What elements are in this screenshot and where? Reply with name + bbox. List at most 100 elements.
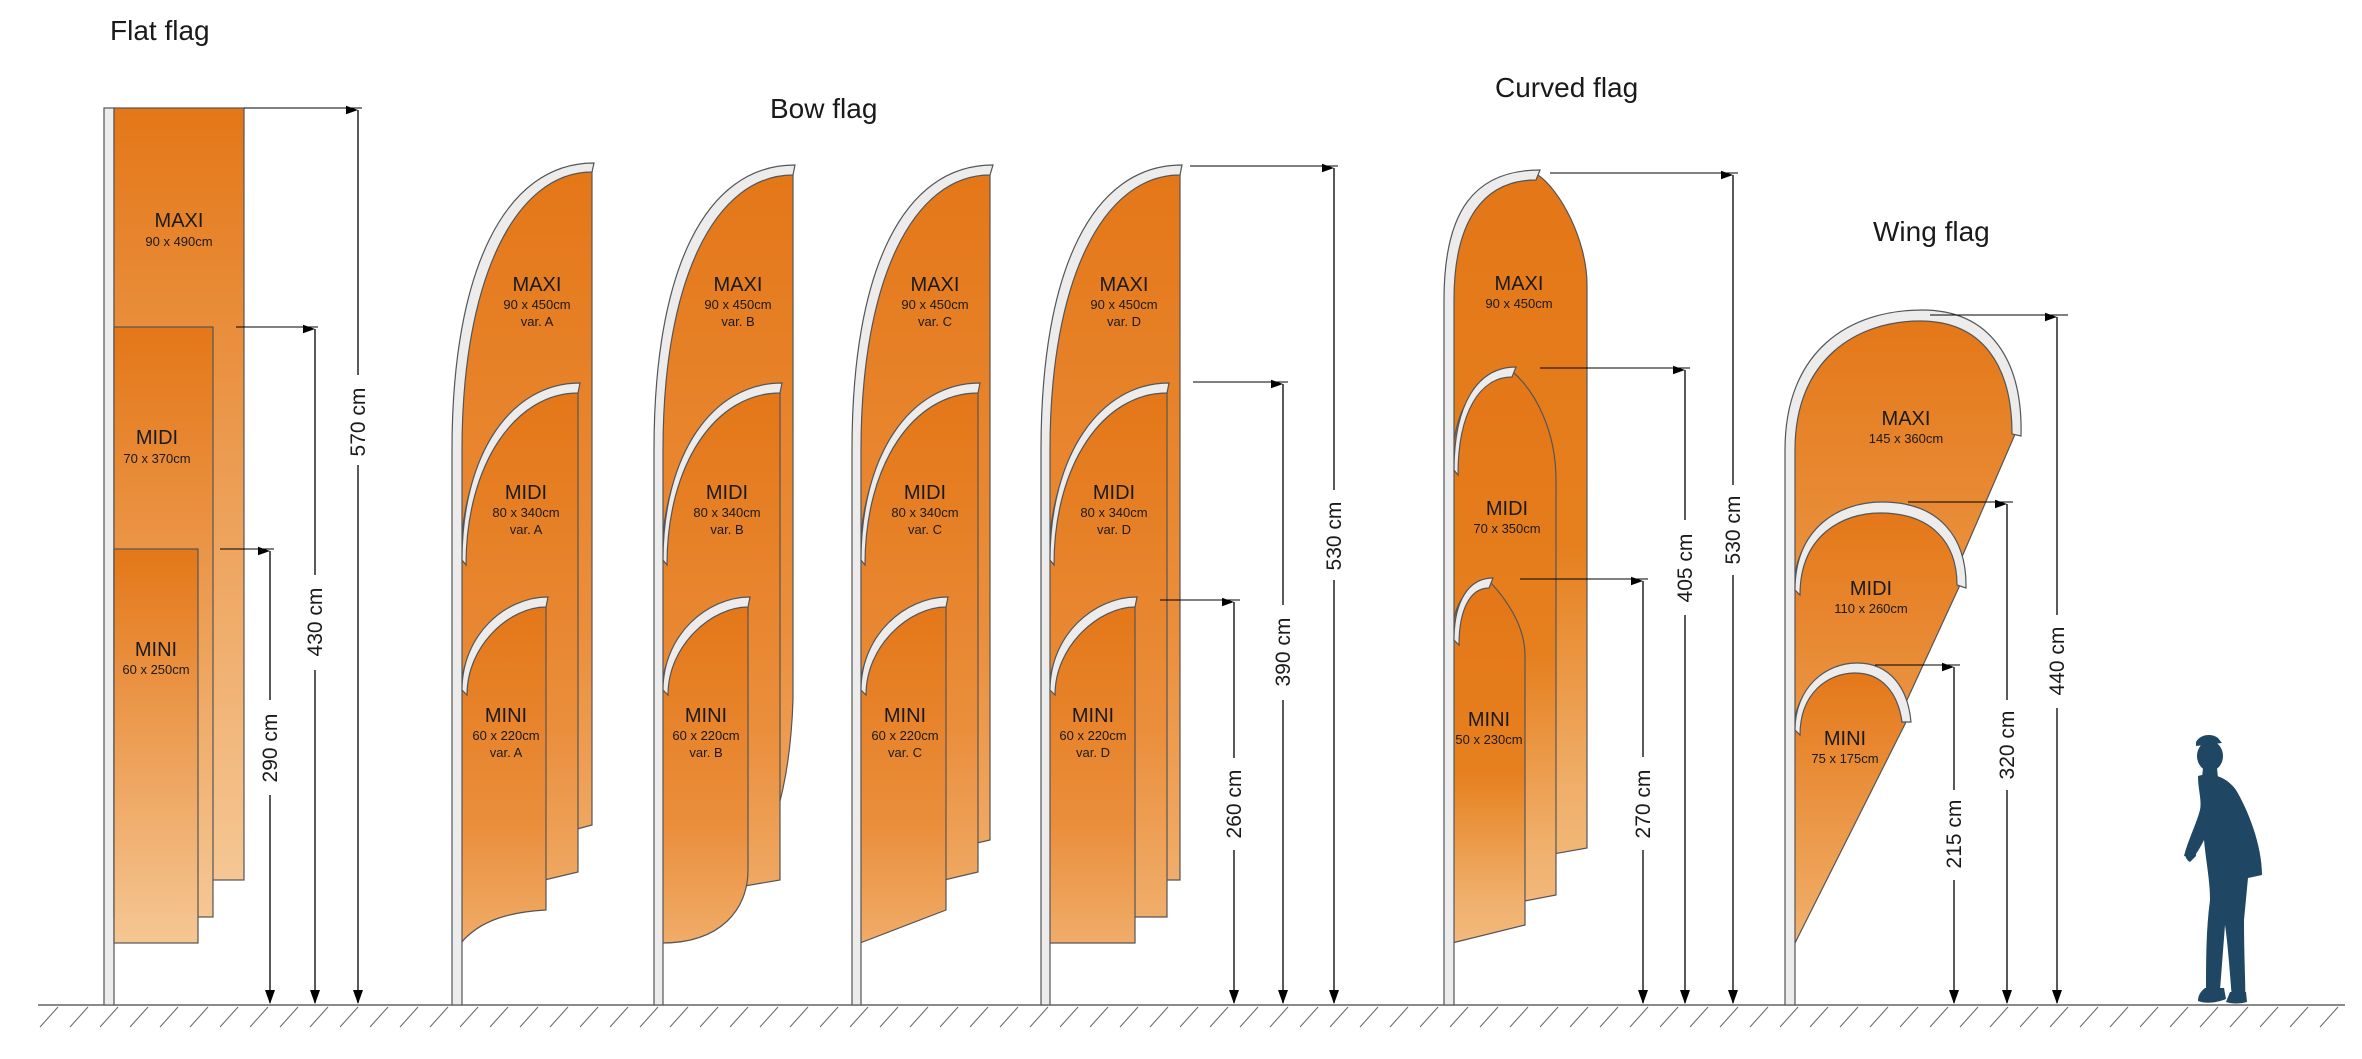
flat-dim-midi: 430 cm [304, 329, 327, 1004]
ground-hatch-mark [879, 1006, 899, 1028]
bow-d-midi-size: 80 x 340cm [1080, 505, 1147, 520]
bow-b-mini-name: MINI [685, 705, 727, 727]
curved-flag-pole [1443, 169, 1541, 1006]
ground-hatch-mark [2079, 1006, 2099, 1028]
curved-maxi-size: 90 x 450cm [1485, 296, 1552, 311]
standing-person-icon [2184, 734, 2262, 1004]
flat-maxi-name: MAXI [155, 210, 204, 232]
wing-flag-pole [1784, 309, 2022, 1006]
ground-hatch-mark [669, 1006, 689, 1028]
wing-midi-size: 110 x 260cm [1834, 601, 1907, 616]
ground-hatch-mark [1299, 1006, 1319, 1028]
ground-hatch-mark [1419, 1006, 1439, 1028]
ground-hatch-mark [2109, 1006, 2129, 1028]
bow-dim-mini: 260 cm [1223, 602, 1246, 1004]
ground-hatch-mark [789, 1006, 809, 1028]
flat-maxi-size: 90 x 490cm [145, 234, 212, 249]
ground-hatch-mark [729, 1006, 749, 1028]
bow-c-midi-bow [860, 382, 981, 567]
ground-hatch-mark [939, 1006, 959, 1028]
bow-c-mini-bow [860, 596, 949, 697]
ground-hatch-mark [339, 1006, 359, 1028]
bow-a-mini-name: MINI [485, 705, 527, 727]
bow-c-midi-name: MIDI [904, 482, 946, 504]
bow-variant-d [1040, 164, 1183, 1006]
ground-hatch-mark [1869, 1006, 1889, 1028]
ground-hatch-mark [2169, 1006, 2189, 1028]
curved-dim-mini-label: 270 cm [1632, 770, 1655, 839]
bow-c-mini-name: MINI [884, 705, 926, 727]
bow-a-mini-bow [461, 596, 549, 697]
ground-hatch-mark [1179, 1006, 1199, 1028]
ground-hatch-mark [1239, 1006, 1259, 1028]
bow-b-maxi-size: 90 x 450cm [704, 297, 771, 312]
flat-mini-name: MINI [135, 639, 177, 661]
ground-hatch-mark [1599, 1006, 1619, 1028]
wing-mini-size: 75 x 175cm [1811, 751, 1878, 766]
wing-dim-midi: 320 cm [1996, 504, 2019, 1004]
ground-hatch-mark [1389, 1006, 1409, 1028]
curved-dim-midi-label: 405 cm [1674, 534, 1697, 603]
bow-d-maxi-var: var. D [1107, 314, 1141, 329]
ground-hatch-mark [969, 1006, 989, 1028]
bow-c-midi-size: 80 x 340cm [891, 505, 958, 520]
bow-dim-maxi-label: 530 cm [1323, 502, 1346, 571]
wing-maxi-size: 145 x 360cm [1869, 431, 1943, 446]
ground-hatch-mark [369, 1006, 389, 1028]
ground-hatch-mark [99, 1006, 119, 1028]
curved-dim-maxi-label: 530 cm [1722, 496, 1745, 565]
ground-hatch-mark [2259, 1006, 2279, 1028]
bow-b-maxi-name: MAXI [714, 274, 763, 296]
bow-variant-a [451, 162, 595, 1006]
bow-dim-midi: 390 cm [1272, 384, 1295, 1004]
ground-hatch-mark [39, 1006, 59, 1028]
bow-d-midi-bow [1049, 382, 1170, 567]
ground-hatch-mark [1119, 1006, 1139, 1028]
wing-flag-mini [1793, 667, 1907, 1005]
ground-hatch-mark [1359, 1006, 1379, 1028]
ground-hatch-mark [309, 1006, 329, 1028]
ground-hatch-mark [429, 1006, 449, 1028]
bow-d-pole [1040, 164, 1183, 1006]
ground-hatch-mark [639, 1006, 659, 1028]
bow-c-mini-size: 60 x 220cm [871, 728, 938, 743]
ground-hatch-mark [1749, 1006, 1769, 1028]
bow-b-mini [661, 602, 749, 1005]
curved-dim-maxi: 530 cm [1722, 175, 1745, 1004]
ground-hatch-mark [489, 1006, 509, 1028]
bow-d-mini [1048, 602, 1136, 1005]
ground-hatch-mark [1449, 1006, 1469, 1028]
wing-mini-name: MINI [1824, 728, 1866, 750]
bow-a-mini-size: 60 x 220cm [472, 728, 539, 743]
ground-hatch-mark [1479, 1006, 1499, 1028]
bow-c-maxi-size: 90 x 450cm [901, 297, 968, 312]
flat-flag-title: Flat flag [110, 15, 210, 46]
ground-hatch-mark [1269, 1006, 1289, 1028]
wing-maxi-name: MAXI [1882, 408, 1931, 430]
bow-c-mini-var: var. C [888, 745, 922, 760]
bow-c-maxi-var: var. C [918, 314, 952, 329]
curved-mini-name: MINI [1468, 709, 1510, 731]
bow-b-maxi-var: var. B [721, 314, 754, 329]
ground-hatch-mark [549, 1006, 569, 1028]
curved-dim-mini: 270 cm [1632, 581, 1655, 1004]
bow-d-maxi-size: 90 x 450cm [1090, 297, 1157, 312]
ground-hatch-mark [699, 1006, 719, 1028]
bow-a-mini [460, 602, 547, 1005]
ground-hatch-mark [1059, 1006, 1079, 1028]
bow-dim-midi-label: 390 cm [1272, 618, 1295, 687]
ground-hatch-mark [1959, 1006, 1979, 1028]
ground-hatch-mark [1779, 1006, 1799, 1028]
ground-hatch-mark [69, 1006, 89, 1028]
ground-hatch-mark [579, 1006, 599, 1028]
bow-dim-mini-label: 260 cm [1223, 770, 1246, 839]
bow-a-midi-size: 80 x 340cm [492, 505, 559, 520]
bow-b-midi-name: MIDI [706, 482, 748, 504]
bow-dim-maxi: 530 cm [1323, 168, 1346, 1004]
ground-hatch-mark [2139, 1006, 2159, 1028]
bow-c-maxi-name: MAXI [911, 274, 960, 296]
bow-b-midi-size: 80 x 340cm [693, 505, 760, 520]
bow-d-mini-size: 60 x 220cm [1059, 728, 1126, 743]
